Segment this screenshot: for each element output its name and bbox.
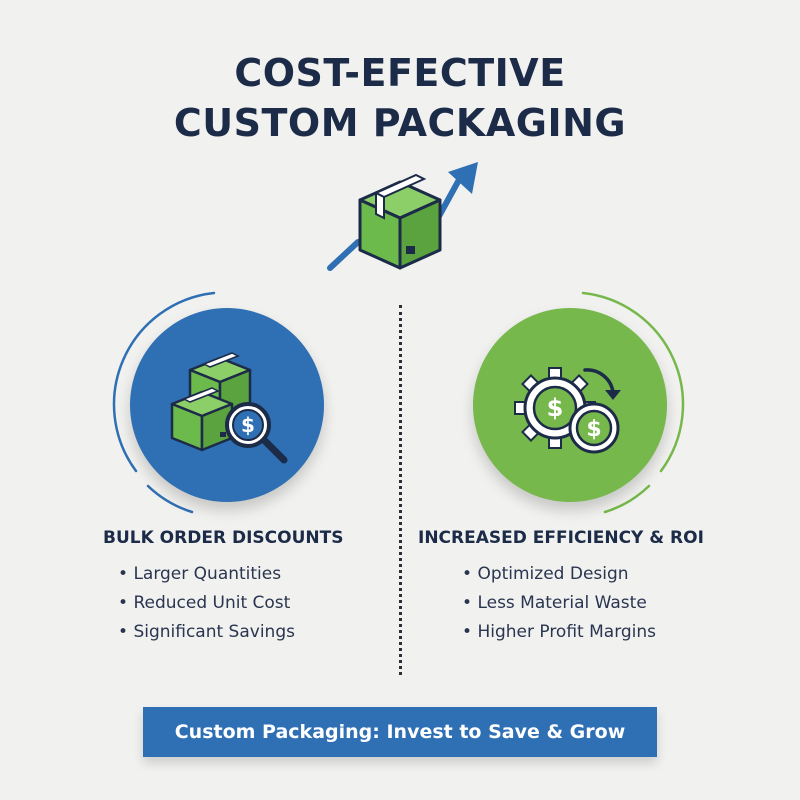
tagline-text: Custom Packaging: Invest to Save & Grow bbox=[174, 721, 626, 743]
tagline-banner: Custom Packaging: Invest to Save & Grow bbox=[143, 707, 657, 757]
list-item: Less Material Waste bbox=[462, 589, 656, 618]
efficiency-roi-heading: INCREASED EFFICIENCY & ROI bbox=[418, 528, 704, 548]
list-item: Larger Quantities bbox=[118, 560, 295, 589]
list-item: Optimized Design bbox=[462, 560, 656, 589]
efficiency-roi-emblem: $ $ bbox=[455, 290, 685, 520]
title-line-2: CUSTOM PACKAGING bbox=[173, 101, 627, 145]
page-title: COST-EFECTIVE CUSTOM PACKAGING bbox=[0, 48, 800, 148]
decorative-arc bbox=[112, 291, 216, 514]
bulk-order-benefits-list: Larger Quantities Reduced Unit Cost Sign… bbox=[118, 560, 295, 647]
list-item: Higher Profit Margins bbox=[462, 618, 656, 647]
list-item: Significant Savings bbox=[118, 618, 295, 647]
package-growth-arrow-icon bbox=[320, 160, 490, 284]
efficiency-benefits-list: Optimized Design Less Material Waste Hig… bbox=[462, 560, 656, 647]
list-item: Reduced Unit Cost bbox=[118, 589, 295, 618]
decorative-arc bbox=[581, 291, 685, 514]
boxes-magnifier-dollar-icon: $ bbox=[130, 308, 324, 502]
column-divider bbox=[399, 305, 402, 675]
bulk-order-emblem: $ bbox=[112, 290, 342, 520]
svg-text:$: $ bbox=[547, 394, 564, 422]
svg-text:$: $ bbox=[241, 413, 255, 437]
bulk-order-heading: BULK ORDER DISCOUNTS bbox=[103, 528, 344, 548]
gear-dollar-coins-icon: $ $ bbox=[473, 308, 667, 502]
title-line-1: COST-EFECTIVE bbox=[234, 51, 566, 95]
svg-text:$: $ bbox=[586, 417, 601, 442]
